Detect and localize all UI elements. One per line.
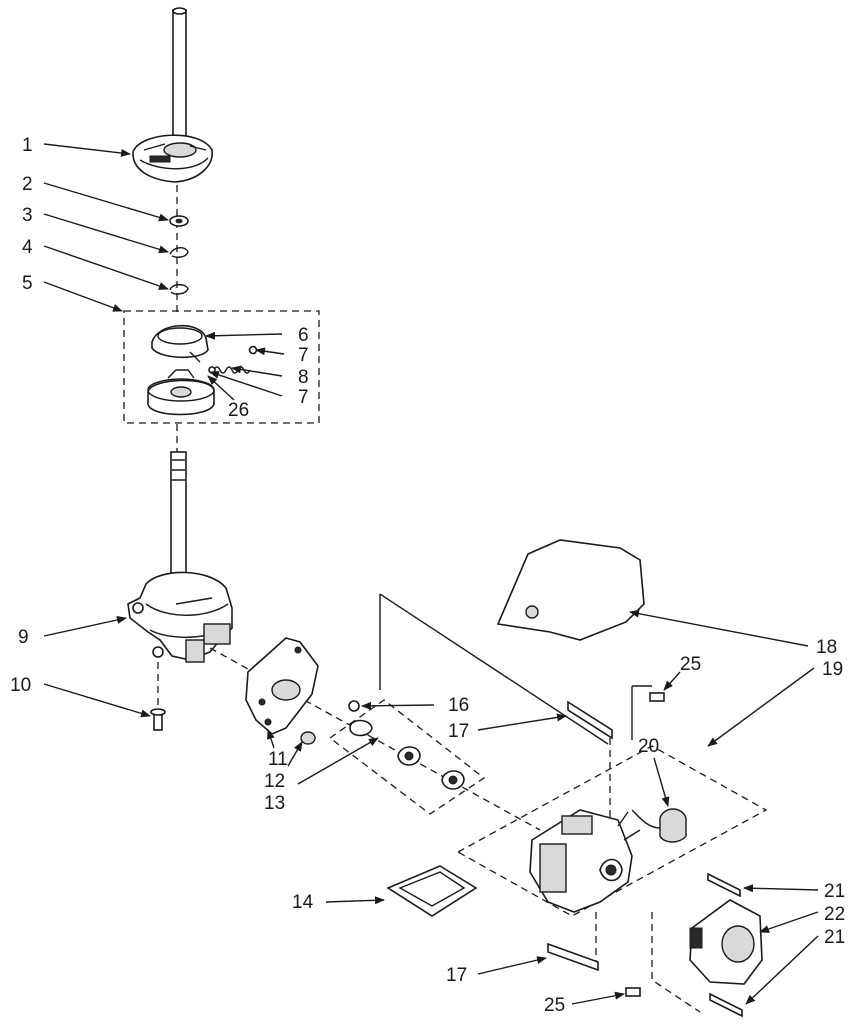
callout-26: 26 — [228, 400, 249, 421]
callout-14: 14 — [292, 892, 314, 913]
callout-18: 18 — [816, 637, 837, 658]
callout-11: 11 — [268, 749, 288, 770]
callout-labels: 1 2 3 4 5 6 7 8 7 26 9 10 11 12 13 14 16… — [10, 135, 845, 1016]
part-19-motor-box — [456, 685, 768, 917]
part-4-ring — [169, 283, 189, 295]
part-26-brake-rotor — [147, 369, 215, 416]
callout-12: 12 — [264, 771, 285, 792]
part-11-pump-plate — [245, 637, 319, 735]
part-3-clip — [169, 247, 189, 258]
callout-4: 4 — [22, 237, 33, 258]
part-8-spring — [208, 345, 258, 374]
callout-1: 1 — [22, 135, 33, 156]
part-21-clip-upper — [707, 872, 741, 898]
callout-17-lower: 17 — [446, 965, 467, 986]
part-12-nut — [300, 731, 316, 745]
part-1-cam-hub — [132, 134, 213, 183]
drive-motor — [529, 809, 641, 913]
part-22-pump — [689, 899, 763, 985]
motor-axis-lower — [595, 912, 701, 1013]
callout-21-upper: 21 — [824, 881, 845, 902]
part-2-washer — [169, 215, 189, 227]
part-16-clip — [348, 700, 360, 712]
callout-21-lower: 21 — [824, 927, 845, 948]
callout-2: 2 — [22, 174, 33, 195]
callout-8: 8 — [298, 367, 309, 388]
part-21-clip-lower — [709, 992, 743, 1018]
callout-7-lower: 7 — [298, 387, 309, 408]
part-14-gasket — [386, 865, 478, 917]
part-5-assembly-box — [123, 310, 320, 424]
leader-lines — [43, 143, 819, 1005]
part-9-gearcase — [127, 451, 233, 663]
callout-10: 10 — [10, 675, 31, 696]
part-20-capacitor — [631, 808, 687, 843]
callout-20: 20 — [638, 736, 659, 757]
part-10-bolt — [150, 662, 166, 731]
callout-13: 13 — [264, 793, 285, 814]
callout-25-lower: 25 — [544, 995, 565, 1016]
part-13-coupling-box — [328, 699, 486, 815]
callout-16: 16 — [448, 695, 469, 716]
callout-17-upper: 17 — [448, 721, 469, 742]
callout-22: 22 — [824, 904, 845, 925]
part-6-brake-band — [151, 324, 209, 363]
agitator-shaft-top — [172, 7, 187, 151]
part-25-screw-upper — [649, 692, 665, 702]
callout-19: 19 — [822, 659, 843, 680]
callout-6: 6 — [298, 325, 309, 346]
part-25-screw-lower — [625, 987, 641, 997]
motor-bracket-outline — [379, 593, 609, 745]
part-17-motor-pin-lower — [547, 942, 599, 972]
callout-3: 3 — [22, 205, 33, 226]
callout-9: 9 — [18, 627, 29, 648]
part-18-shield — [496, 539, 645, 641]
callout-5: 5 — [22, 273, 33, 294]
callout-25-upper: 25 — [680, 654, 701, 675]
callout-7-upper: 7 — [298, 345, 309, 366]
